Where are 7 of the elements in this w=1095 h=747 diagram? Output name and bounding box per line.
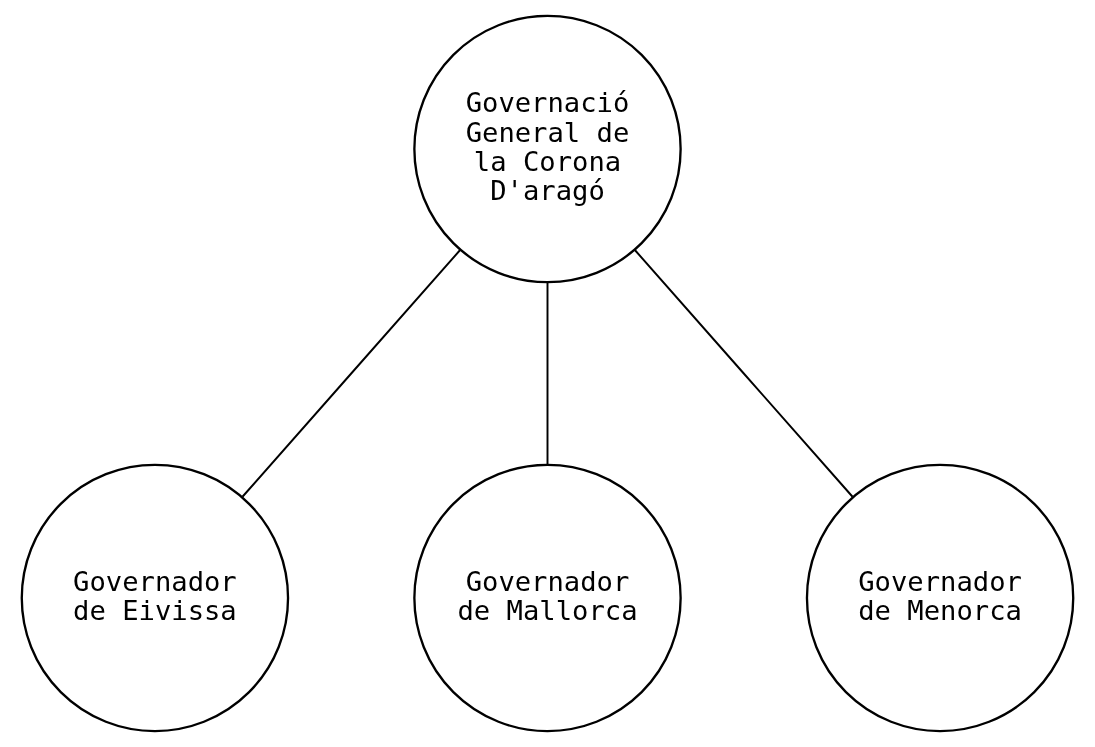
connector xyxy=(546,281,549,466)
connector xyxy=(633,248,854,498)
node-circle: Governador de Eivissa xyxy=(20,463,290,733)
node-circle: Governador de Menorca xyxy=(805,463,1075,733)
node-circle: Governació General de la Corona D'aragó xyxy=(413,14,682,284)
connector xyxy=(241,248,462,498)
node-circle: Governador de Mallorca xyxy=(413,463,682,733)
